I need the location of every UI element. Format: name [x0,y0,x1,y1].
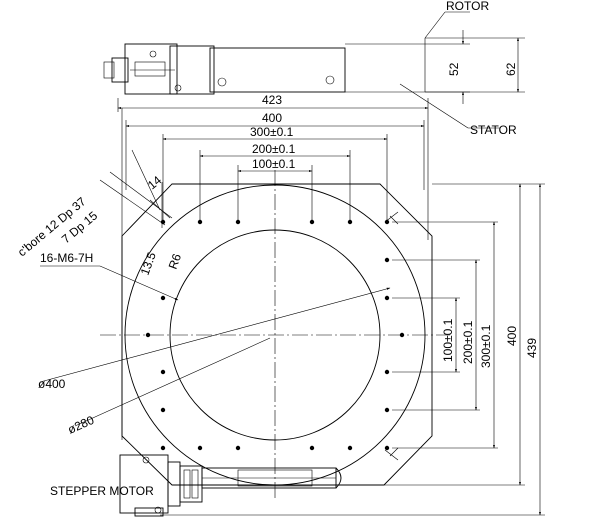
dim-300: 300±0.1 [250,125,294,139]
vertical-dimensions: 100±0.1 200±0.1 300±0.1 400 439 [160,183,545,516]
left-annotations: c'bore 12 Dp 37 7 Dp 15 14 13.5 R6 16-M6… [15,149,391,437]
side-view-knob-end [103,61,115,79]
rotor-label: ROTOR [446,0,489,13]
dim-52: 52 [447,62,461,76]
stator-label: STATOR [470,123,517,137]
vdim-200: 200±0.1 [461,320,475,364]
stator-body [209,47,346,93]
dia-400-label: ø400 [38,377,66,391]
dia-280-label: ø280 [66,413,97,437]
dim-200: 200±0.1 [252,142,296,156]
vdim-300: 300±0.1 [479,324,493,368]
mounting-holes [145,219,405,451]
dim-14-label: 14 [145,173,164,193]
dim-r6-label: R6 [166,252,185,272]
dim-400: 400 [262,111,282,125]
dim-423: 423 [262,93,282,107]
vdim-439: 439 [525,338,539,358]
vdim-400: 400 [505,326,519,346]
dim-62: 62 [504,62,518,76]
stepper-motor: STEPPER MOTOR [50,454,342,517]
side-view-knob [111,57,129,83]
horizontal-dimensions: 423 400 300±0.1 200±0.1 100±0.1 [117,93,429,222]
stepper-motor-label: STEPPER MOTOR [50,484,154,498]
dim-100: 100±0.1 [252,157,296,171]
dim-13-5-label: 13.5 [138,250,159,277]
side-view-motor-block [124,43,178,95]
plan-view [100,108,450,500]
vdim-100: 100±0.1 [441,318,455,362]
tapped-holes-label: 16-M6-7H [40,251,93,265]
side-view: 52 62 ROTOR STATOR [103,0,525,137]
